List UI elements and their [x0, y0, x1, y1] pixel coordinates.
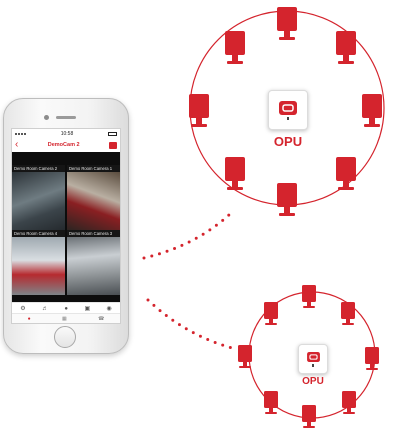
camera-tile-label: Demo Room Camera 3	[67, 230, 120, 237]
opu-logo-icon	[306, 351, 320, 362]
smartphone: 10:58 ‹ DemoCam 2 Demo Room Camera 2 Dem…	[3, 98, 129, 354]
back-chevron-icon[interactable]: ‹	[15, 139, 19, 150]
opu-logo-icon	[279, 100, 297, 115]
camera-tile-label: Demo Room Camera 2	[12, 165, 65, 172]
snapshot-icon[interactable]: ▣	[84, 305, 91, 312]
opu-device-icon	[298, 344, 328, 374]
security-camera-icon	[342, 391, 356, 414]
security-camera-icon	[225, 31, 245, 64]
camera-feed	[67, 172, 120, 230]
earpiece-speaker	[56, 116, 76, 119]
pin-icon: ●	[27, 316, 31, 322]
app-screen: 10:58 ‹ DemoCam 2 Demo Room Camera 2 Dem…	[11, 128, 121, 324]
security-camera-icon	[264, 391, 278, 414]
status-time: 10:58	[60, 130, 74, 137]
opu-logo-icon[interactable]	[108, 141, 117, 149]
status-led	[287, 116, 289, 120]
speaker-icon[interactable]: ♬	[42, 305, 48, 312]
hub-label: OPU	[273, 134, 303, 149]
hub-label: OPU	[302, 376, 324, 387]
playback-controls: ⚙ ♬ ● ▣ ◉	[12, 302, 120, 314]
record-icon[interactable]: ◉	[106, 305, 112, 312]
tab-pin[interactable]: ●	[28, 317, 31, 322]
hub-large-ring: OPU	[268, 90, 308, 149]
security-camera-icon	[302, 285, 316, 308]
grid-icon: ▦	[62, 316, 67, 322]
nav-bar: ‹ DemoCam 2	[12, 138, 120, 153]
camera-grid: Demo Room Camera 2 Demo Room Camera 1 De…	[12, 152, 120, 302]
security-camera-icon	[362, 94, 382, 127]
battery-icon	[107, 131, 117, 136]
camera-tile[interactable]: Demo Room Camera 3	[67, 230, 120, 295]
security-camera-icon	[277, 7, 297, 40]
settings-icon[interactable]: ⚙	[20, 305, 26, 312]
signal-icon	[15, 132, 26, 135]
camera-tile[interactable]: Demo Room Camera 2	[12, 165, 65, 230]
security-camera-icon	[341, 302, 355, 325]
security-camera-icon	[336, 157, 356, 190]
tab-phone[interactable]: ☎	[98, 317, 104, 322]
phone-icon: ☎	[98, 316, 105, 322]
home-button[interactable]	[54, 326, 76, 348]
security-camera-icon	[277, 183, 297, 216]
camera-feed	[12, 172, 65, 230]
security-camera-icon	[264, 302, 278, 325]
front-camera-icon	[44, 115, 49, 120]
tab-grid[interactable]: ▦	[62, 317, 67, 322]
security-camera-icon	[365, 347, 379, 370]
camera-tile-label: Demo Room Camera 1	[67, 165, 120, 172]
camera-tile[interactable]: Demo Room Camera 1	[67, 165, 120, 230]
camera-tile[interactable]: Demo Room Camera 4	[12, 230, 65, 295]
security-camera-icon	[189, 94, 209, 127]
camera-feed	[12, 237, 65, 295]
camera-tile-label: Demo Room Camera 4	[12, 230, 65, 237]
camera-feed	[67, 237, 120, 295]
link-dots-large-ring	[142, 212, 232, 260]
status-led	[312, 363, 314, 367]
status-bar: 10:58	[12, 129, 120, 138]
security-camera-icon	[302, 405, 316, 428]
hub-small-ring: OPU	[298, 344, 328, 387]
microphone-icon[interactable]: ●	[64, 305, 69, 312]
nav-title: DemoCam 2	[47, 142, 80, 148]
link-dots-small-ring	[146, 298, 234, 350]
security-camera-icon	[336, 31, 356, 64]
opu-device-icon	[268, 90, 308, 130]
tab-bar: ● ▦ ☎	[12, 313, 120, 323]
